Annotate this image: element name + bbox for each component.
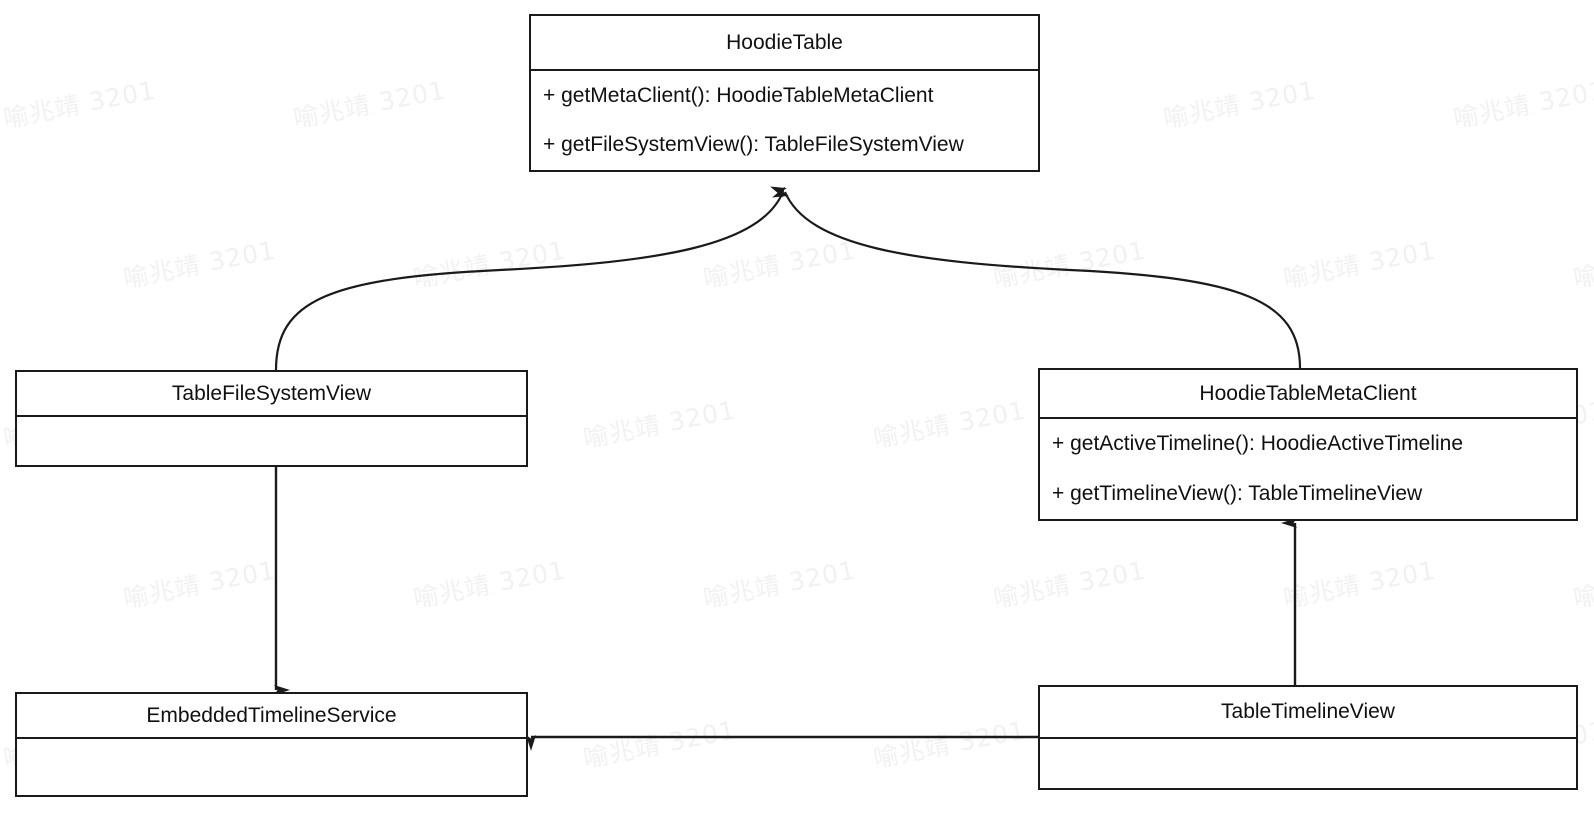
watermark-text: 喻兆靖 3201 xyxy=(870,715,1029,774)
watermark-text: 喻兆靖 3201 xyxy=(580,715,739,774)
watermark-text: 喻兆靖 3201 xyxy=(1570,235,1594,294)
class-body-embedded-timeline-service xyxy=(17,739,526,795)
class-name-text: TableFileSystemView xyxy=(171,381,372,405)
class-title-embedded-timeline-service: EmbeddedTimelineService xyxy=(17,694,526,739)
class-member: + getActiveTimeline(): HoodieActiveTimel… xyxy=(1052,432,1464,455)
watermark-text: 喻兆靖 3201 xyxy=(410,555,569,614)
watermark-text: 喻兆靖 3201 xyxy=(580,395,739,454)
class-name-text: TableTimelineView xyxy=(1221,700,1395,723)
class-box-table-file-system-view[interactable]: TableFileSystemView xyxy=(15,370,528,467)
watermark-text: 喻兆靖 3201 xyxy=(700,235,859,294)
class-body-table-timeline-view xyxy=(1040,739,1576,788)
class-member: + getFileSystemView(): TableFileSystemVi… xyxy=(543,133,964,157)
watermark-text: 喻兆靖 3201 xyxy=(410,235,569,294)
edge-hoodietablemetaclient-to-hoodietable xyxy=(772,186,1302,369)
class-name-text: HoodieTable xyxy=(726,30,843,54)
watermark-text: 喻兆靖 3201 xyxy=(1450,75,1594,134)
class-title-hoodie-table-meta-client: HoodieTableMetaClient xyxy=(1040,370,1576,419)
watermark-text: 喻兆靖 3201 xyxy=(120,555,279,614)
class-name-text: EmbeddedTimelineService xyxy=(146,703,397,727)
class-box-embedded-timeline-service[interactable]: EmbeddedTimelineService xyxy=(15,692,528,797)
watermark-text: 喻兆靖 3201 xyxy=(870,395,1029,454)
watermark-text: 喻兆靖 3201 xyxy=(120,235,279,294)
class-title-hoodie-table: HoodieTable xyxy=(531,16,1038,71)
class-member: + getTimelineView(): TableTimelineView xyxy=(1052,482,1423,505)
watermark-text: 喻兆靖 3201 xyxy=(290,75,449,134)
class-title-table-file-system-view: TableFileSystemView xyxy=(17,372,526,417)
class-name-text: HoodieTableMetaClient xyxy=(1199,381,1417,405)
class-member: + getMetaClient(): HoodieTableMetaClient xyxy=(543,83,934,107)
watermark-text: 喻兆靖 3201 xyxy=(990,555,1149,614)
class-box-hoodie-table-meta-client[interactable]: HoodieTableMetaClient + getActiveTimelin… xyxy=(1038,368,1578,521)
class-box-hoodie-table[interactable]: HoodieTable + getMetaClient(): HoodieTab… xyxy=(529,14,1040,172)
edge-tablefilesystemview-to-hoodietable xyxy=(274,186,787,371)
watermark-text: 喻兆靖 3201 xyxy=(1570,555,1594,614)
watermark-text: 喻兆靖 3201 xyxy=(1160,75,1319,134)
class-body-hoodie-table: + getMetaClient(): HoodieTableMetaClient… xyxy=(531,71,1038,170)
watermark-text: 喻兆靖 3201 xyxy=(1280,555,1439,614)
watermark-text: 喻兆靖 3201 xyxy=(990,235,1149,294)
class-body-table-file-system-view xyxy=(17,417,526,465)
watermark-text: 喻兆靖 3201 xyxy=(1280,235,1439,294)
class-box-table-timeline-view[interactable]: TableTimelineView xyxy=(1038,685,1578,790)
watermark-text: 喻兆靖 3201 xyxy=(0,75,159,134)
watermark-text: 喻兆靖 3201 xyxy=(700,555,859,614)
class-body-hoodie-table-meta-client: + getActiveTimeline(): HoodieActiveTimel… xyxy=(1040,419,1576,519)
class-title-table-timeline-view: TableTimelineView xyxy=(1040,687,1576,739)
